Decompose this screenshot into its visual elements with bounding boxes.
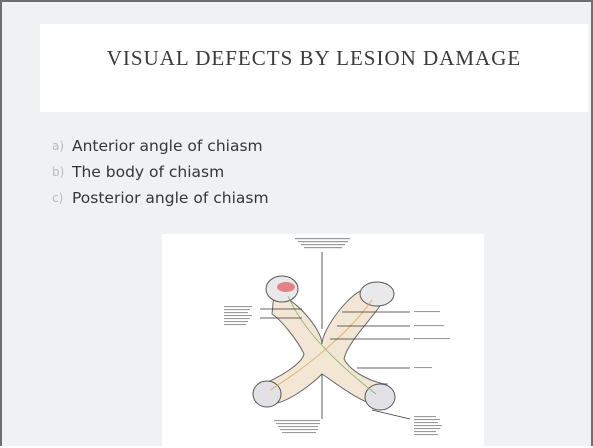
tiny-label-block	[274, 420, 320, 433]
tiny-label-block	[224, 306, 252, 325]
lesion-marker	[277, 282, 295, 292]
optic-chiasm-diagram-icon	[162, 234, 484, 448]
tiny-label-block	[414, 416, 442, 435]
tiny-label-block	[295, 238, 350, 248]
list-item: c) Posterior angle of chiasm	[52, 185, 269, 211]
right-optic-nerve	[360, 282, 394, 306]
chiasm-figure	[162, 234, 484, 448]
list-marker: b)	[52, 165, 72, 179]
tiny-label-block	[414, 311, 450, 368]
pointer-line	[372, 410, 410, 419]
list-item: b) The body of chiasm	[52, 159, 269, 185]
left-optic-tract	[253, 381, 281, 407]
item-list: a) Anterior angle of chiasm b) The body …	[52, 133, 269, 211]
list-item-text: The body of chiasm	[72, 163, 224, 181]
slide-title: VISUAL DEFECTS BY LESION DAMAGE	[40, 46, 588, 71]
title-box: VISUAL DEFECTS BY LESION DAMAGE	[40, 24, 588, 112]
right-optic-tract	[365, 384, 395, 410]
list-item: a) Anterior angle of chiasm	[52, 133, 269, 159]
list-item-text: Anterior angle of chiasm	[72, 137, 263, 155]
list-item-text: Posterior angle of chiasm	[72, 189, 269, 207]
list-marker: a)	[52, 139, 72, 153]
list-marker: c)	[52, 191, 72, 205]
